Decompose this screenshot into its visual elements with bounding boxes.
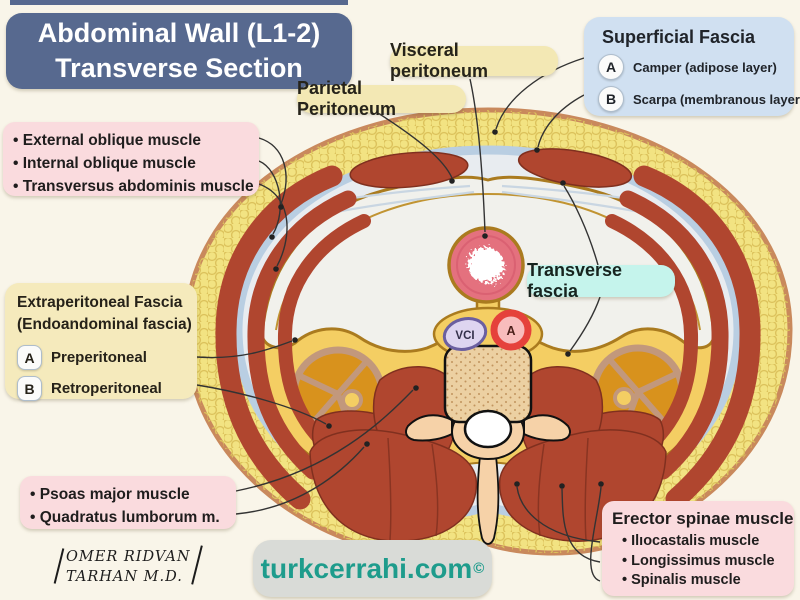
scarpa-label: Scarpa (membranous layer [633, 91, 800, 107]
signature-line1: OMER RIDVAN [66, 549, 191, 565]
badge-b-retro: B [17, 376, 42, 401]
erector-title: Erector spinae muscle [612, 509, 794, 528]
quadratus-label: Quadratus lumborum m. [30, 506, 226, 529]
extraperitoneal-title-1: Extraperitoneal Fascia [17, 294, 183, 311]
badge-a-pre: A [17, 345, 42, 370]
spinous-process [476, 455, 500, 545]
spinal-canal [463, 409, 513, 449]
badge-a: A [598, 54, 624, 80]
watermark-site: turkcerrahi.com [260, 552, 473, 584]
vena-cava-inferior: VCI [442, 317, 488, 351]
title-strip [10, 0, 348, 5]
longissimus-label: Longissimus muscle [622, 552, 786, 572]
title-line2: Transverse Section [55, 53, 303, 83]
transversus-label: Transversus abdominis muscle [13, 175, 254, 198]
camper-label: Camper (adipose layer) [633, 59, 777, 75]
extraperitoneal-title-2: (Endoandominal fascia) [17, 316, 192, 333]
signature-line2: TARHAN M.D. [66, 569, 183, 585]
lead-dots [269, 129, 604, 489]
aorta: A [490, 309, 532, 351]
retroperitoneal-row: B Retroperitoneal [17, 376, 189, 401]
internal-oblique-left [247, 190, 357, 480]
label-parietal-peritoneum: Parietal Peritoneum [297, 78, 466, 119]
preperitoneal-row: A Preperitoneal [17, 345, 189, 370]
transverse-process-left [405, 414, 453, 442]
preperitoneal-label: Preperitoneal [51, 349, 147, 366]
lead-lines [196, 57, 602, 582]
iliocostalis-label: Ilıocastalis muscle [622, 532, 786, 552]
copyright-symbol: © [473, 560, 485, 577]
retroperitoneal-label: Retroperitoneal [51, 380, 162, 397]
watermark: turkcerrahi.com© [253, 540, 492, 597]
external-oblique-label: External oblique muscle [13, 129, 249, 152]
spinalis-label: Spinalis muscle [622, 571, 786, 591]
rectus-abdominis-left [349, 151, 469, 189]
vertebra [405, 344, 571, 545]
erector-spinae-panel: Erector spinae muscle Ilıocastalis muscl… [602, 501, 794, 596]
internal-oblique-right [619, 190, 729, 480]
posterior-muscles-panel: Psoas major muscle Quadratus lumborum m. [20, 476, 236, 529]
superficial-fascia-title: Superficial Fascia [602, 27, 756, 47]
lateral-muscles-panel: External oblique muscle Internal oblique… [3, 122, 259, 196]
aorta-label: A [506, 324, 515, 338]
label-transverse-fascia: Transverse fascia [527, 260, 675, 301]
title-line1: Abdominal Wall (L1-2) [37, 18, 321, 48]
transversus-abdominis-right [605, 214, 699, 453]
extraperitoneal-panel: Extraperitoneal Fascia (Endoandominal fa… [5, 283, 197, 401]
erector-spinae-left [309, 429, 478, 542]
page-title: Abdominal Wall (L1-2) Transverse Section [6, 13, 352, 89]
external-oblique-right [633, 165, 761, 510]
badge-b: B [598, 86, 624, 112]
label-visceral-peritoneum: Visceral peritoneum [390, 40, 558, 81]
superficial-fascia-panel: Superficial Fascia A Camper (adipose lay… [584, 17, 800, 116]
signature: OMER RIDVAN TARHAN M.D. [66, 547, 196, 587]
intestine [447, 226, 525, 304]
scarpa-row: B Scarpa (membranous layer [598, 86, 800, 112]
psoas-label: Psoas major muscle [30, 483, 226, 506]
vci-label: VCI [455, 330, 474, 342]
transverse-process-right [523, 414, 571, 442]
erector-divisions [387, 437, 589, 541]
camper-row: A Camper (adipose layer) [598, 54, 782, 80]
internal-oblique-label: Internal oblique muscle [13, 152, 249, 175]
transversus-abdominis-left [277, 214, 371, 453]
aponeurosis-lines [335, 184, 641, 214]
rectus-abdominis-right [517, 148, 633, 188]
